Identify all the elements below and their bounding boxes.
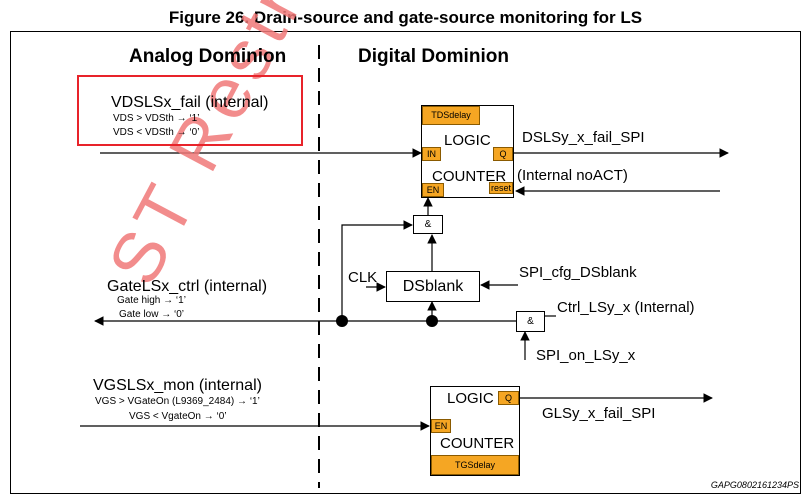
dsfail-output-label: DSLSy_x_fail_SPI <box>522 129 645 146</box>
bottom-logic-label: LOGIC <box>447 390 494 407</box>
cfg-label: SPI_cfg_DSblank <box>519 264 637 281</box>
gate-cond-high: Gate high → ‘1’ <box>117 295 186 306</box>
figure-ref-code: GAPG0802161234PS <box>710 480 799 490</box>
figure-title: Figure 26. Drain-source and gate-source … <box>168 8 643 27</box>
digital-header: Digital Dominion <box>358 46 509 67</box>
gate-branch-wire <box>341 220 413 321</box>
in-pin: IN <box>422 147 441 161</box>
gate-signal-label: GateLSx_ctrl (internal) <box>107 278 268 295</box>
bottom-q-pin: Q <box>498 391 519 405</box>
and-gate-top: & <box>413 215 443 234</box>
en-pin: EN <box>422 183 444 197</box>
bottom-en-pin: EN <box>431 419 451 433</box>
vds-signal-label: VDSLSx_fail (internal) <box>111 94 269 111</box>
tgsdelay-pin: TGSdelay <box>431 455 519 475</box>
junction-dot-right <box>426 315 438 327</box>
glfail-output-label: GLSy_x_fail_SPI <box>542 405 656 422</box>
top-counter-block: TDSdelay LOGIC IN Q COUNTER EN reset <box>421 105 514 198</box>
highlight-box <box>77 75 303 146</box>
dsblank-block: DSblank <box>386 271 480 302</box>
tdsdelay-pin: TDSdelay <box>422 106 480 125</box>
and-gate-ctrl: & <box>516 311 545 332</box>
clk-label: CLK <box>348 269 378 286</box>
vgs-cond-low: VGS < VgateOn → ‘0’ <box>129 411 227 422</box>
bottom-counter-block: LOGIC Q EN COUNTER TGSdelay <box>430 386 520 476</box>
vgs-signal-label: VGSLSx_mon (internal) <box>93 377 262 394</box>
vds-cond-low: VDS < VDSth → ‘0’ <box>113 127 200 138</box>
top-counter-label: COUNTER <box>432 168 507 185</box>
q-pin: Q <box>493 147 513 161</box>
gate-cond-low: Gate low → ‘0’ <box>119 309 185 320</box>
analog-header: Analog Dominion <box>129 46 287 67</box>
reset-source-label: (Internal noACT) <box>517 167 628 184</box>
vgs-cond-high: VGS > VGateOn (L9369_2484) → ‘1’ <box>95 396 260 407</box>
bottom-counter-label: COUNTER <box>440 435 515 452</box>
junction-dot-left <box>336 315 348 327</box>
spi-on-label: SPI_on_LSy_x <box>536 347 636 364</box>
watermark-text: ST Restricted <box>93 0 404 298</box>
ctrl-label: Ctrl_LSy_x (Internal) <box>557 299 695 316</box>
reset-pin: reset <box>489 182 513 194</box>
diagram-frame <box>10 31 801 494</box>
vds-cond-high: VDS > VDSth → ‘1’ <box>113 113 200 124</box>
top-logic-label: LOGIC <box>444 132 491 149</box>
